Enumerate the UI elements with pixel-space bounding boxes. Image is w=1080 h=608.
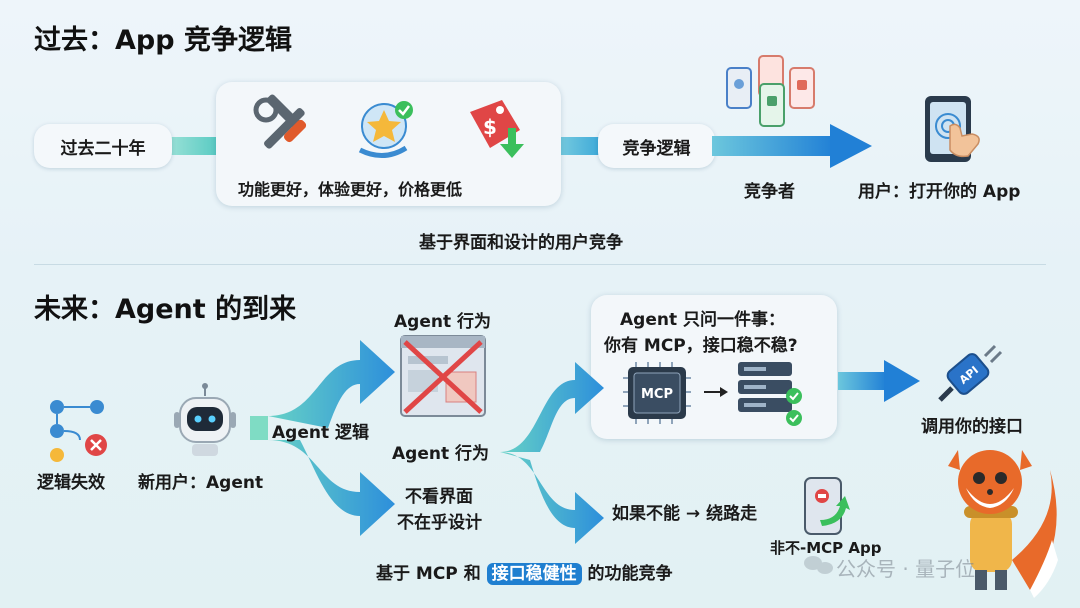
- logic-box: 竞争逻辑: [598, 124, 715, 168]
- agent-behavior-top: Agent 行为: [394, 312, 492, 332]
- connector-bar: [165, 137, 225, 155]
- competitor-phones-icon: [726, 55, 815, 127]
- summary-prefix: 基于 MCP 和: [376, 564, 487, 584]
- section-divider: [34, 264, 1046, 265]
- features-caption: 功能更好，体验更好，价格更低: [238, 180, 463, 199]
- rejected-webpage-icon: [400, 335, 486, 417]
- detour-phone-icon: [804, 477, 850, 535]
- competitors-label: 竞争者: [744, 182, 795, 202]
- robot-agent-icon: [174, 383, 236, 456]
- mcp-chip-text: MCP: [641, 387, 673, 402]
- small-arrow-icon: [704, 387, 728, 397]
- summary-suffix: 的功能竞争: [581, 564, 673, 584]
- future-title: 未来：Agent 的到来: [34, 294, 297, 325]
- user-open-label: 用户：打开你的 App: [858, 182, 1021, 202]
- no-ui-line2: 不在乎设计: [397, 513, 482, 533]
- twenty-years-box: 过去二十年: [34, 124, 172, 168]
- broken-flow-icon: [50, 400, 107, 462]
- mcp-chip-icon: MCP: [623, 362, 691, 424]
- no-ui-line1: 不看界面: [405, 487, 473, 507]
- star-hand-icon: [358, 101, 413, 158]
- call-api-label: 调用你的接口: [921, 417, 1023, 437]
- card-line2: 你有 MCP，接口稳不稳?: [604, 336, 798, 356]
- card-line1: Agent 只问一件事：: [620, 310, 786, 330]
- watermark-text: 公众号 · 量子位: [836, 557, 976, 581]
- new-user-label: 新用户：Agent: [138, 473, 264, 493]
- agent-behavior-mid: Agent 行为: [392, 444, 490, 464]
- fallback-label: 如果不能 → 绕路走: [612, 504, 758, 524]
- svg-text:$: $: [483, 115, 497, 139]
- tablet-touch-icon: [925, 96, 980, 162]
- fox-mascot-image: [948, 450, 1058, 598]
- logic-invalid-label: 逻辑失效: [37, 473, 105, 493]
- agent-logic-label: Agent 逻辑: [272, 423, 370, 443]
- tools-icon: [253, 94, 307, 149]
- summary-highlight: 接口稳健性: [486, 563, 582, 585]
- connector-bar: [553, 137, 603, 155]
- past-title: 过去：App 竞争逻辑: [34, 25, 292, 56]
- future-summary: 基于 MCP 和 接口稳健性 的功能竞争: [376, 559, 673, 585]
- api-plug-icon: API: [938, 344, 1003, 402]
- agent-logic-arrows: [250, 340, 920, 544]
- non-mcp-label: 非不-MCP App: [770, 539, 882, 557]
- arrow-to-user: [712, 124, 872, 168]
- price-tag-icon: $: [470, 100, 524, 158]
- server-stack-icon: [738, 362, 802, 426]
- wechat-logo-icon: [804, 556, 833, 574]
- past-summary: 基于界面和设计的用户竞争: [419, 233, 623, 253]
